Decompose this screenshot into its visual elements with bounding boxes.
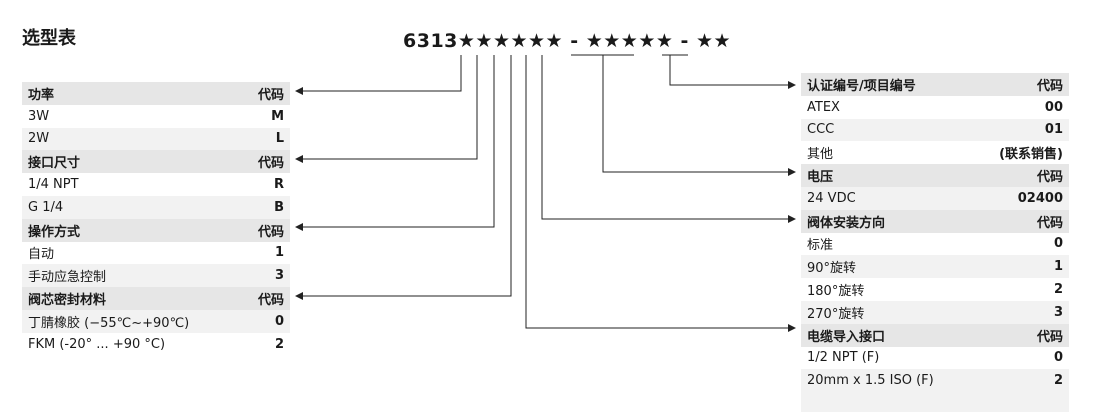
table-header-row: 功率 代码 [22,82,290,105]
table-row: 手动应急控制 3 [22,264,290,288]
row-label: 2W [28,131,50,147]
row-code: 代码 [1036,170,1063,186]
table-row: 其他 (联系销售) [801,141,1069,164]
table-row: 180°旋转 2 [801,278,1069,301]
row-code: M [271,108,284,124]
table-row: 20mm x 1.5 ISO (F) 2 [801,369,1069,393]
model-separator-1: - [563,30,586,52]
table-row: G 1/4 B [22,195,290,219]
row-label: 阀体安装方向 [807,215,886,231]
table-row: 2W L [22,127,290,151]
row-label: 认证编号/项目编号 [807,78,916,94]
connector-seal-material [295,55,512,300]
row-label: 90°旋转 [807,261,857,277]
model-group-1: ★★★★★★ [457,30,564,52]
row-label: 自动 [28,247,55,263]
row-label: 丁腈橡胶 (−55℃~+90℃) [28,315,190,331]
row-label: 24 VDC [807,190,856,206]
row-label: FKM (-20° ... +90 °C) [28,336,166,352]
table-row: 丁腈橡胶 (−55℃~+90℃) 0 [22,309,290,333]
row-code: 代码 [1036,78,1063,94]
row-code: 01 [1044,122,1063,138]
row-label: 3W [28,108,50,124]
table-row: 1/4 NPT R [22,173,290,196]
connector-certification [669,55,796,89]
row-code: 代码 [257,156,284,172]
model-separator-2: - [673,30,697,52]
table-row: 24 VDC 02400 [801,186,1069,210]
table-row: 标准 0 [801,233,1069,256]
table-row: 270°旋转 3 [801,300,1069,324]
row-label: 标准 [807,238,834,254]
row-label: 功率 [28,87,55,103]
row-code: 2 [274,336,284,352]
table-header-row: 认证编号/项目编号 代码 [801,73,1069,96]
row-label: 其他 [807,147,834,163]
row-code: 代码 [257,293,284,309]
model-code: 6313★★★★★★ - ★★★★★ - ★★ [403,30,731,52]
row-label: CCC [807,122,835,138]
row-label: 1/4 NPT [28,177,79,193]
connector-power [295,55,462,95]
row-label: 电压 [807,170,834,186]
row-code: 02400 [1017,190,1063,206]
table-header-row: 操作方式 代码 [22,218,290,242]
row-code: 2 [1053,373,1063,389]
table-row: 3W M [22,105,290,128]
row-label: 180°旋转 [807,284,865,300]
table-row: CCC 01 [801,118,1069,142]
table-row: 90°旋转 1 [801,255,1069,279]
row-code: B [274,199,284,215]
table-header-row: 电压 代码 [801,164,1069,187]
row-code: 3 [1053,304,1063,320]
row-label: 阀芯密封材料 [28,293,107,309]
page-title: 选型表 [22,28,76,49]
row-code: 代码 [257,87,284,103]
row-label: ATEX [807,99,840,115]
row-code: 代码 [257,224,284,240]
row-code: 0 [1053,236,1063,252]
row-code: (联系销售) [999,147,1063,163]
row-code: 0 [274,313,284,329]
table-header-row: 电缆导入接口 代码 [801,323,1069,347]
model-group-3: ★★ [696,30,732,52]
row-label: 1/2 NPT (F) [807,350,880,366]
row-code: 代码 [1036,215,1063,231]
row-label: 接口尺寸 [28,156,81,172]
right-table-filler [801,390,1069,412]
row-code: 1 [1053,259,1063,275]
table-header-row: 接口尺寸 代码 [22,150,290,174]
row-code: R [273,177,284,193]
row-code: 3 [274,268,284,284]
connector-voltage [602,55,796,176]
row-code: 00 [1044,99,1063,115]
connector-port-size [295,55,478,163]
row-label: 手动应急控制 [28,270,107,286]
row-label: 操作方式 [28,224,81,240]
table-row: FKM (-20° ... +90 °C) 2 [22,333,290,356]
table-header-row: 阀芯密封材料 代码 [22,287,290,310]
row-label: G 1/4 [28,199,64,215]
row-label: 270°旋转 [807,306,865,322]
row-code: 代码 [1036,329,1063,345]
row-label: 20mm x 1.5 ISO (F) [807,373,934,389]
model-group-2: ★★★★★ [585,30,674,52]
connector-mounting [541,55,796,223]
row-code: 2 [1053,282,1063,298]
table-header-row: 阀体安装方向 代码 [801,209,1069,233]
row-code: 0 [1053,350,1063,366]
table-row: 自动 1 [22,242,290,265]
table-row: 1/2 NPT (F) 0 [801,347,1069,370]
model-base: 6313 [403,30,458,52]
row-label: 电缆导入接口 [807,329,886,345]
row-code: L [275,131,284,147]
table-row: ATEX 00 [801,96,1069,119]
row-code: 1 [274,245,284,261]
connector-operation [295,55,495,231]
connector-cable-entry [525,55,796,332]
